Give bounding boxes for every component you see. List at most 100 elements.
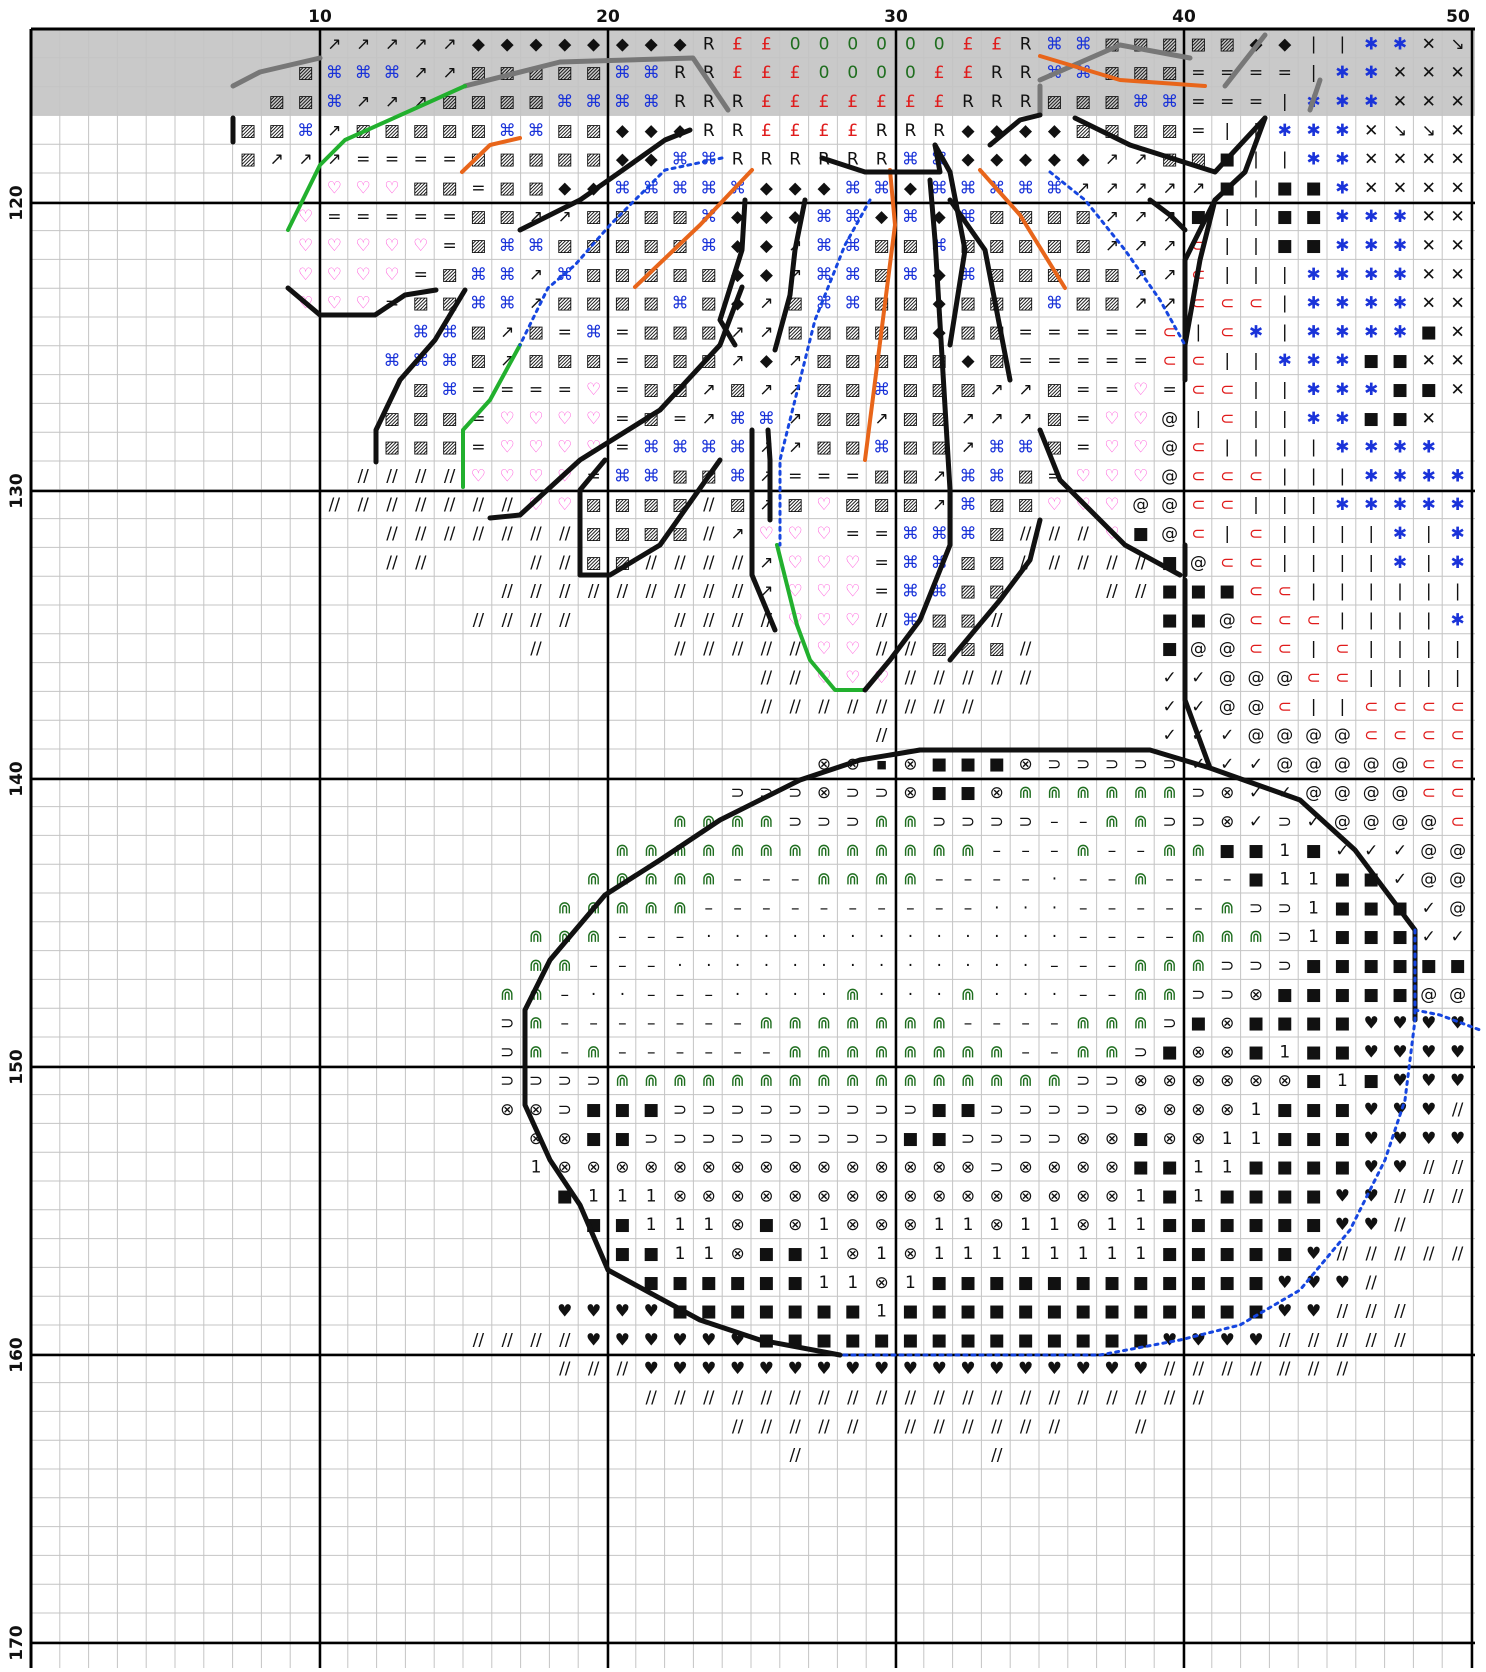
stitch-symbol: ■ — [845, 1302, 861, 1322]
stitch-symbol: ⊂ — [1249, 582, 1263, 602]
stitch-symbol: · — [965, 927, 970, 947]
stitch-symbol: = — [874, 582, 888, 602]
stitch-symbol: ⋒ — [874, 841, 888, 861]
stitch-symbol: | — [1282, 265, 1288, 285]
stitch-symbol: ↗ — [759, 553, 773, 573]
stitch-symbol: | — [1311, 697, 1317, 717]
stitch-symbol: ⋒ — [1249, 927, 1263, 947]
stitch-symbol: ⌘ — [729, 466, 746, 486]
col-label-40: 40 — [1172, 7, 1196, 27]
stitch-symbol: £ — [761, 34, 772, 54]
stitch-symbol: – — [877, 898, 886, 918]
stitch-symbol: 1 — [819, 1244, 830, 1264]
stitch-symbol: – — [1108, 985, 1117, 1005]
stitch-symbol: ⊂ — [1450, 812, 1464, 832]
stitch-symbol: ↗ — [414, 63, 428, 83]
stitch-symbol: = — [1191, 63, 1205, 83]
stitch-symbol: ▨ — [672, 466, 688, 486]
stitch-symbol: – — [618, 1042, 627, 1062]
stitch-symbol: = — [1018, 351, 1032, 371]
stitch-symbol: ▨ — [1046, 207, 1062, 227]
stitch-symbol: ♡ — [1104, 466, 1119, 486]
stitch-symbol: ♥ — [1306, 1244, 1321, 1264]
stitch-symbol: ⊃ — [1134, 754, 1148, 774]
stitch-symbol: ■ — [1190, 582, 1206, 602]
stitch-symbol: ⋒ — [673, 812, 687, 832]
stitch-symbol: @ — [1276, 726, 1293, 746]
stitch-symbol: ✓ — [1364, 841, 1378, 861]
stitch-symbol: · — [994, 985, 999, 1005]
stitch-symbol: £ — [732, 34, 743, 54]
stitch-symbol: ♥ — [960, 1359, 975, 1379]
stitch-symbol: // — [732, 639, 744, 659]
stitch-symbol: ⌘ — [441, 380, 458, 400]
stitch-symbol: 1 — [1020, 1215, 1031, 1235]
stitch-symbol: ⋒ — [1162, 956, 1176, 976]
stitch-symbol: ▨ — [902, 438, 918, 458]
stitch-symbol: – — [1223, 870, 1232, 890]
stitch-symbol: ♡ — [327, 178, 342, 198]
stitch-symbol: // — [1452, 1158, 1464, 1178]
stitch-symbol: – — [733, 1042, 742, 1062]
stitch-symbol: ♡ — [528, 438, 543, 458]
stitch-symbol: // — [617, 582, 629, 602]
stitch-symbol: £ — [761, 63, 772, 83]
stitch-symbol: ■ — [1190, 1302, 1206, 1322]
stitch-symbol: £ — [732, 63, 743, 83]
stitch-symbol: ⌘ — [384, 351, 401, 371]
stitch-symbol: · — [994, 927, 999, 947]
stitch-symbol: ⋒ — [730, 1071, 744, 1091]
stitch-symbol: ⊗ — [500, 1100, 514, 1120]
stitch-symbol: ⋒ — [1162, 783, 1176, 803]
stitch-symbol: ■ — [614, 1244, 630, 1264]
stitch-symbol: ◆ — [1278, 34, 1292, 54]
stitch-symbol: ⌘ — [844, 294, 861, 314]
stitch-symbol: // — [1193, 1388, 1205, 1408]
stitch-symbol: ⌘ — [1075, 34, 1092, 54]
stitch-symbol: ✱ — [1393, 553, 1407, 573]
stitch-symbol: ■ — [1334, 1042, 1350, 1062]
stitch-symbol: 1 — [1135, 1244, 1146, 1264]
stitch-symbol: ■ — [1363, 985, 1379, 1005]
stitch-symbol: ⌘ — [700, 178, 717, 198]
stitch-symbol: · — [1023, 927, 1028, 947]
stitch-symbol: ✱ — [1364, 63, 1378, 83]
stitch-symbol: ⌘ — [1017, 178, 1034, 198]
stitch-symbol: ♡ — [356, 178, 371, 198]
stitch-symbol: ⊃ — [817, 1129, 831, 1149]
stitch-symbol: | — [1253, 351, 1259, 371]
stitch-symbol: // — [876, 697, 888, 717]
stitch-symbol: ▨ — [557, 63, 573, 83]
stitch-symbol: £ — [934, 92, 945, 112]
stitch-symbol: ✱ — [1393, 236, 1407, 256]
stitch-symbol: ⊃ — [1191, 985, 1205, 1005]
stitch-symbol: ✱ — [1364, 236, 1378, 256]
stitch-symbol: = — [1076, 351, 1090, 371]
stitch-symbol: ■ — [1421, 956, 1437, 976]
stitch-symbol: ■ — [1306, 1158, 1322, 1178]
stitch-symbol: ▨ — [730, 380, 746, 400]
stitch-symbol: | — [1282, 380, 1288, 400]
stitch-symbol: ⌘ — [499, 236, 516, 256]
stitch-symbol: ■ — [1190, 1273, 1206, 1293]
stitch-symbol: 1 — [1135, 1215, 1146, 1235]
stitch-symbol: ↘ — [1393, 121, 1407, 141]
stitch-symbol: R — [991, 92, 1003, 112]
stitch-symbol: ■ — [1046, 1302, 1062, 1322]
stitch-symbol: ⊗ — [759, 1158, 773, 1178]
stitch-symbol: // — [1020, 639, 1032, 659]
stitch-symbol: ⊗ — [1162, 1071, 1176, 1091]
stitch-symbol: – — [1137, 898, 1146, 918]
stitch-symbol: ⊗ — [788, 1215, 802, 1235]
stitch-symbol: ✱ — [1393, 495, 1407, 515]
stitch-symbol: ■ — [1190, 1244, 1206, 1264]
stitch-symbol: ▨ — [470, 92, 486, 112]
stitch-symbol: @ — [1276, 754, 1293, 774]
stitch-symbol: ■ — [1133, 1302, 1149, 1322]
stitch-symbol: ⋒ — [1018, 1071, 1032, 1091]
stitch-symbol: = — [817, 466, 831, 486]
stitch-symbol: ✱ — [1306, 294, 1320, 314]
stitch-symbol: 0 — [847, 63, 858, 83]
stitch-symbol: ◆ — [558, 178, 572, 198]
stitch-symbol: – — [935, 870, 944, 890]
